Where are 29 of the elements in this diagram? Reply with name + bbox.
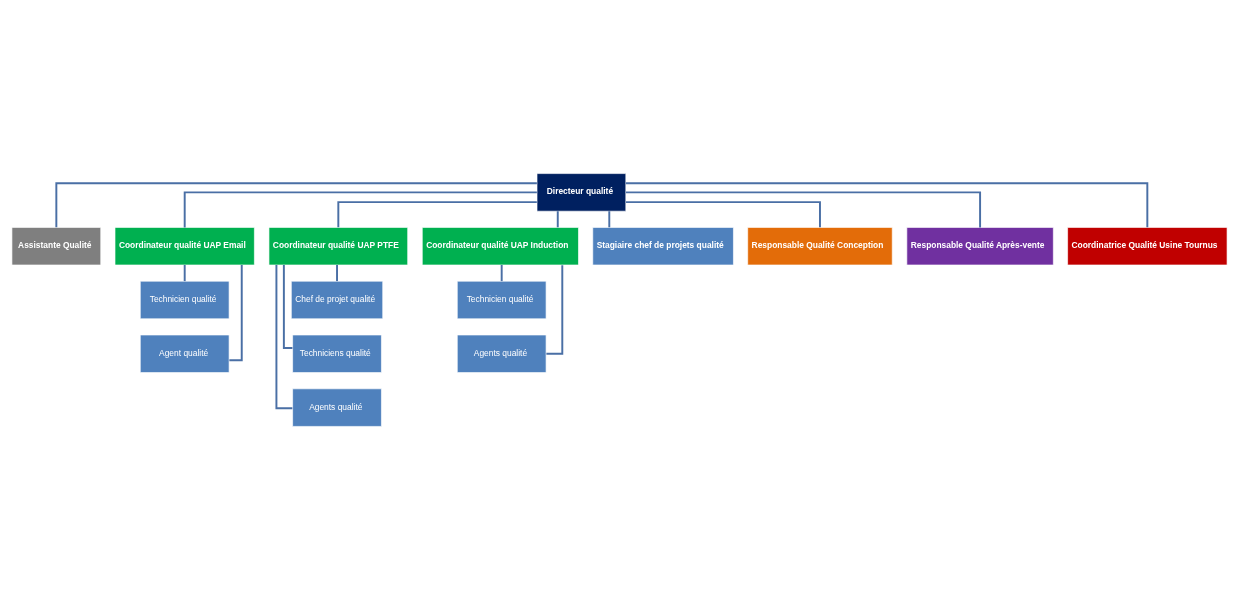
connector — [282, 263, 294, 349]
connector — [183, 190, 538, 228]
connector — [608, 209, 611, 228]
node-box: Responsable Qualité Après-vente — [906, 226, 1054, 265]
node-box: Directeur qualité — [536, 172, 627, 211]
node-box: Stagiaire chef de projets qualité — [592, 226, 734, 265]
connector — [336, 263, 338, 282]
node-box: Agents qualité — [456, 334, 547, 373]
node-box: Agents qualité — [292, 388, 382, 427]
node-box: Techniciens qualité — [292, 334, 382, 373]
node-box: Coordinateur qualité UAP Induction — [421, 226, 579, 265]
connector — [228, 263, 243, 361]
connector — [337, 200, 538, 228]
connector — [556, 209, 559, 228]
node-box: Coordinateur qualité UAP PTFE — [268, 226, 408, 265]
connector — [624, 181, 1149, 228]
node-box: Technicien qualité — [456, 280, 547, 319]
connector — [625, 200, 821, 228]
node-box: Assistante Qualité — [11, 226, 102, 265]
connector — [183, 263, 186, 282]
node-box: Agent qualité — [139, 334, 230, 373]
node-box: Chef de projet qualité — [291, 280, 384, 319]
node-box: Coordinatrice Qualité Usine Tournus — [1067, 226, 1228, 265]
connector — [500, 263, 503, 282]
node-box: Technicien qualité — [139, 280, 230, 319]
node-box: Responsable Qualité Conception — [747, 226, 893, 265]
node-box: Coordinateur qualité UAP Email — [114, 226, 255, 265]
connector — [55, 181, 538, 228]
connector — [625, 190, 982, 228]
